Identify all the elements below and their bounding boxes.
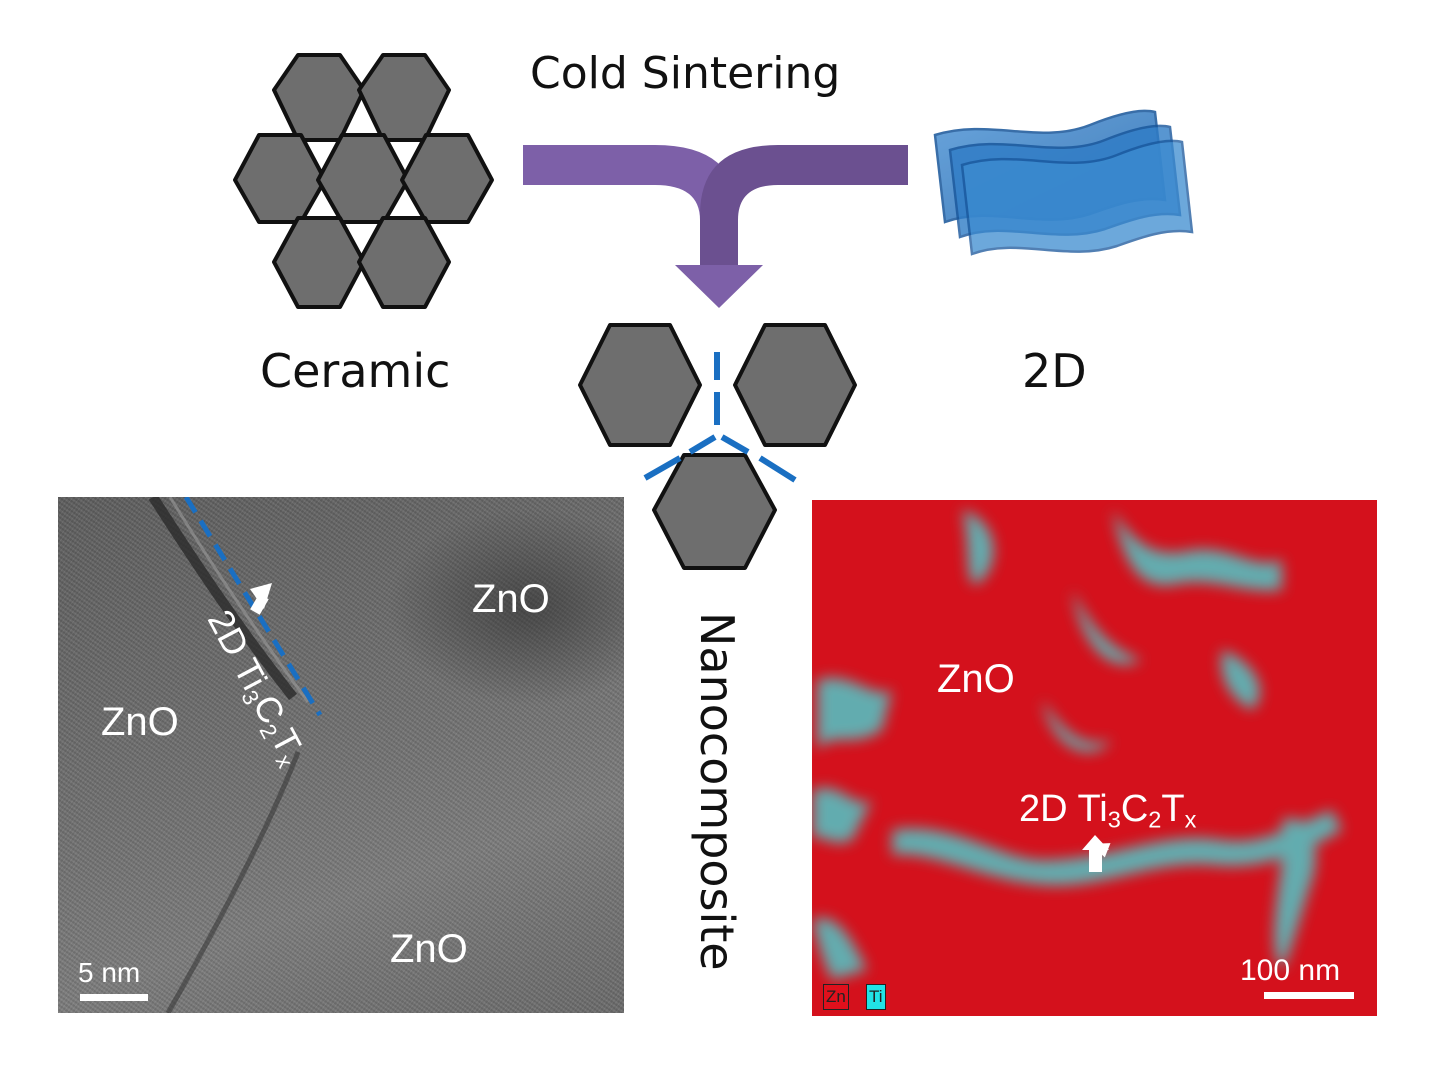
hexagon [272,216,366,309]
hexagon [400,133,494,224]
ceramic-hexagon-cluster [233,53,494,309]
ti3c2tx-label: 2D Ti3C2Tx [1019,788,1197,833]
scale-bar-label: 5 nm [78,957,141,988]
hexagon [652,453,777,570]
tem-micrograph: ZnO ZnO ZnO 2D Ti3C2Tx 5 nm [58,497,624,1013]
eds-elemental-map: ZnO 2D Ti3C2Tx 100 nm [812,500,1377,1016]
nanocomposite-hexagons [578,323,857,570]
hexagon [578,323,702,447]
zno-label-left: ZnO [101,700,179,744]
cold-sintering-arrow [523,145,908,308]
process-title: Cold Sintering [530,48,841,99]
two-d-label: 2D [1022,344,1087,398]
legend-ti: Ti [866,984,886,1010]
tem-overlay [148,497,323,1013]
zno-label: ZnO [937,657,1015,701]
hexagon [733,323,857,447]
two-d-interlayer-dashes [643,352,797,483]
zno-label-top-right: ZnO [472,577,550,621]
ceramic-label: Ceramic [260,344,451,398]
scale-bar [80,994,148,1001]
hexagon [233,133,327,224]
nanocomposite-label: Nanocomposite [690,612,744,971]
zno-label-bottom: ZnO [390,927,468,971]
hexagon [357,53,451,142]
scale-bar-label: 100 nm [1240,954,1341,987]
hexagon [357,216,451,309]
eds-overlay [812,510,1342,980]
legend-zn: Zn [823,984,849,1010]
hexagon [316,133,410,224]
hexagon [272,53,366,142]
two-d-sheets-icon [933,109,1194,256]
scale-bar [1264,992,1354,999]
